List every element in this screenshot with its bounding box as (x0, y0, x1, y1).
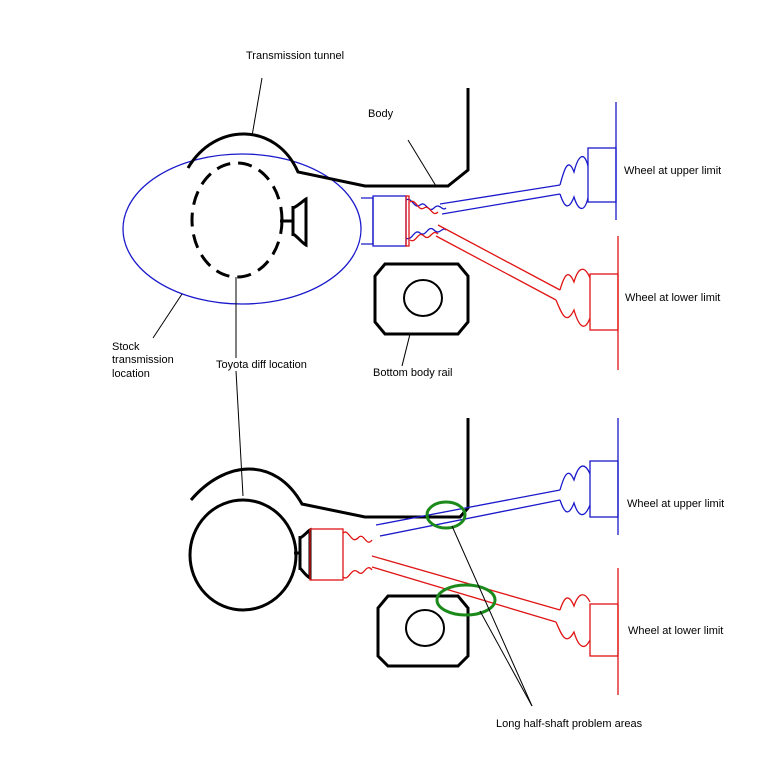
label-stock-line2: transmission (112, 354, 174, 366)
label-wheel-upper-2: Wheel at upper limit (627, 498, 724, 510)
label-wheel-lower-2: Wheel at lower limit (628, 625, 723, 637)
leader-stock-transmission (152, 293, 183, 339)
bottom-diagram: Wheel at upper limit Wheel at lower limi… (188, 370, 724, 730)
leader-body (407, 139, 437, 187)
lower-limit-shaft-top (405, 195, 619, 370)
label-body: Body (368, 108, 394, 120)
label-toyota-diff: Toyota diff location (216, 359, 307, 371)
upper-limit-shaft-bottom (375, 418, 619, 537)
top-diagram: Transmission tunnel Body Wheel at upper … (112, 50, 721, 380)
bottom-body-rail-bottom (376, 594, 470, 668)
stock-transmission-ellipse (122, 153, 362, 305)
label-problem-areas: Long half-shaft problem areas (496, 718, 643, 730)
leader-problem-upper (451, 525, 533, 707)
leader-transmission-tunnel (251, 77, 263, 137)
diff-flange-bottom (294, 527, 312, 581)
leader-bottom-rail (401, 333, 411, 367)
label-transmission-tunnel: Transmission tunnel (246, 50, 344, 62)
transmission-tunnel (186, 88, 470, 188)
upper-limit-shaft-top (361, 102, 617, 247)
bottom-body-rail-top (373, 262, 470, 336)
label-bottom-rail: Bottom body rail (373, 367, 452, 379)
label-stock-line3: location (112, 368, 150, 380)
leader-toyota-diff-bottom (235, 370, 244, 497)
label-wheel-lower-1: Wheel at lower limit (625, 292, 720, 304)
lower-limit-shaft-bottom (309, 528, 619, 695)
problem-circle-upper (425, 500, 467, 530)
toyota-diff-circle (188, 498, 298, 612)
transmission-tunnel-bottom (189, 418, 470, 519)
problem-circle-lower (435, 583, 497, 617)
toyota-diff-dashed-circle (190, 161, 284, 279)
diff-flange (280, 196, 308, 248)
label-stock-line1: Stock (112, 341, 140, 353)
label-wheel-upper-1: Wheel at upper limit (624, 165, 721, 177)
leader-problem-lower (479, 610, 533, 707)
